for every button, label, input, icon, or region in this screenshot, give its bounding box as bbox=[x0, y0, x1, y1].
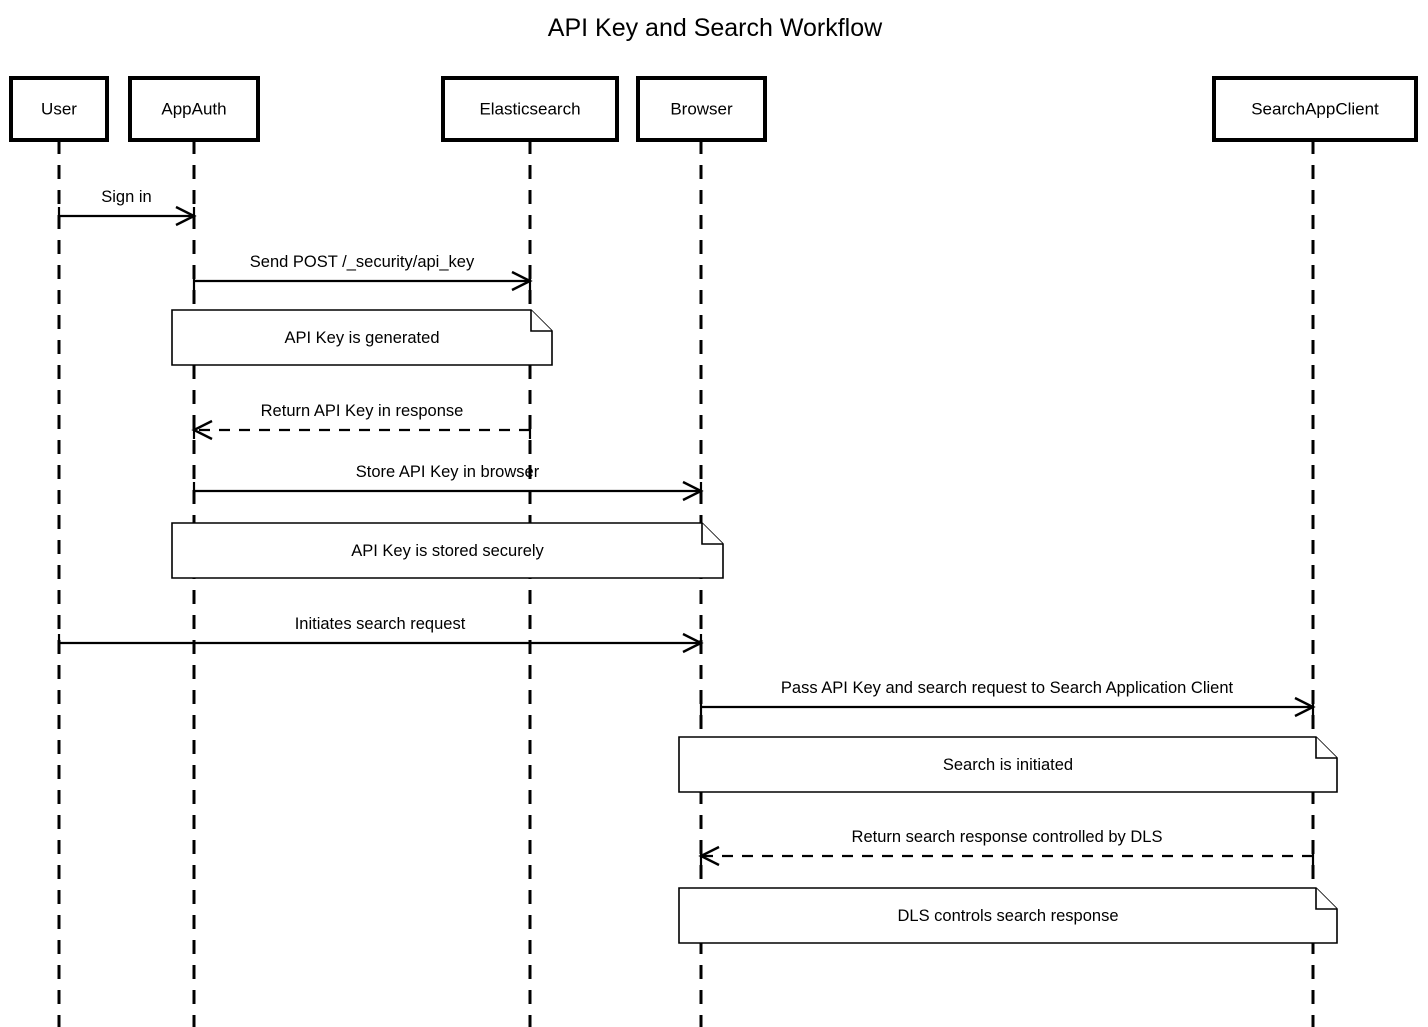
message-label: Pass API Key and search request to Searc… bbox=[781, 679, 1234, 697]
participant-searchappclient[interactable]: SearchAppClient bbox=[1212, 76, 1418, 142]
message-label: Return search response controlled by DLS bbox=[852, 828, 1163, 846]
message-label: Return API Key in response bbox=[261, 402, 464, 420]
message-msg-return-api-key[interactable]: Return API Key in response bbox=[191, 402, 532, 441]
message-msg-sign-in[interactable]: Sign in bbox=[57, 188, 197, 227]
note-body bbox=[171, 522, 724, 579]
note-fold-corner bbox=[1315, 888, 1337, 910]
participant-user[interactable]: User bbox=[9, 76, 109, 142]
message-label: Send POST /_security/api_key bbox=[250, 253, 475, 271]
message-msg-send-post-api-key[interactable]: Send POST /_security/api_key bbox=[192, 253, 533, 292]
message-msg-store-api-key[interactable]: Store API Key in browser bbox=[192, 463, 704, 502]
participant-elasticsearch[interactable]: Elasticsearch bbox=[441, 76, 619, 142]
participant-label: User bbox=[41, 99, 77, 118]
message-arrowhead bbox=[191, 419, 213, 441]
page-title: API Key and Search Workflow bbox=[548, 14, 883, 42]
note-label: API Key is generated bbox=[284, 329, 439, 347]
message-arrowhead bbox=[698, 845, 720, 867]
note-body bbox=[171, 309, 553, 366]
participants-group: User AppAuth Elasticsearch Browser SearchApp… bbox=[9, 76, 1418, 142]
note-note-api-key-stored[interactable]: API Key is stored securely bbox=[171, 522, 724, 579]
note-label: Search is initiated bbox=[943, 756, 1073, 774]
participant-box bbox=[9, 76, 109, 142]
note-label: API Key is stored securely bbox=[351, 542, 544, 560]
message-msg-initiates-search[interactable]: Initiates search request bbox=[57, 615, 704, 654]
note-label: DLS controls search response bbox=[897, 907, 1118, 925]
participant-label: Browser bbox=[670, 99, 733, 118]
participant-box bbox=[128, 76, 260, 142]
message-arrowhead bbox=[682, 480, 704, 502]
note-note-search-initiated[interactable]: Search is initiated bbox=[678, 736, 1338, 793]
note-note-dls-controls[interactable]: DLS controls search response bbox=[678, 887, 1338, 944]
message-arrowhead bbox=[175, 205, 197, 227]
message-arrowhead bbox=[682, 632, 704, 654]
participant-label: SearchAppClient bbox=[1251, 99, 1379, 118]
participant-box bbox=[636, 76, 767, 142]
message-msg-return-search-response[interactable]: Return search response controlled by DLS bbox=[698, 828, 1315, 867]
participant-box bbox=[1212, 76, 1418, 142]
participant-label: AppAuth bbox=[161, 99, 226, 118]
participant-label: Elasticsearch bbox=[479, 99, 580, 118]
note-fold-corner bbox=[701, 523, 723, 545]
participant-box bbox=[441, 76, 619, 142]
participant-appauth[interactable]: AppAuth bbox=[128, 76, 260, 142]
note-fold-corner bbox=[1315, 737, 1337, 759]
message-label: Store API Key in browser bbox=[356, 463, 540, 481]
note-fold-corner bbox=[530, 310, 552, 332]
message-label: Initiates search request bbox=[295, 615, 466, 633]
messages-group: Sign in Send POST /_security/api_keyRetur… bbox=[57, 188, 1316, 867]
note-body bbox=[678, 736, 1338, 793]
message-arrowhead bbox=[511, 270, 533, 292]
note-body bbox=[678, 887, 1338, 944]
note-note-api-key-generated[interactable]: API Key is generated bbox=[171, 309, 553, 366]
participant-browser[interactable]: Browser bbox=[636, 76, 767, 142]
message-label: Sign in bbox=[101, 188, 151, 206]
message-arrowhead bbox=[1294, 696, 1316, 718]
message-msg-pass-api-key[interactable]: Pass API Key and search request to Searc… bbox=[699, 679, 1316, 718]
